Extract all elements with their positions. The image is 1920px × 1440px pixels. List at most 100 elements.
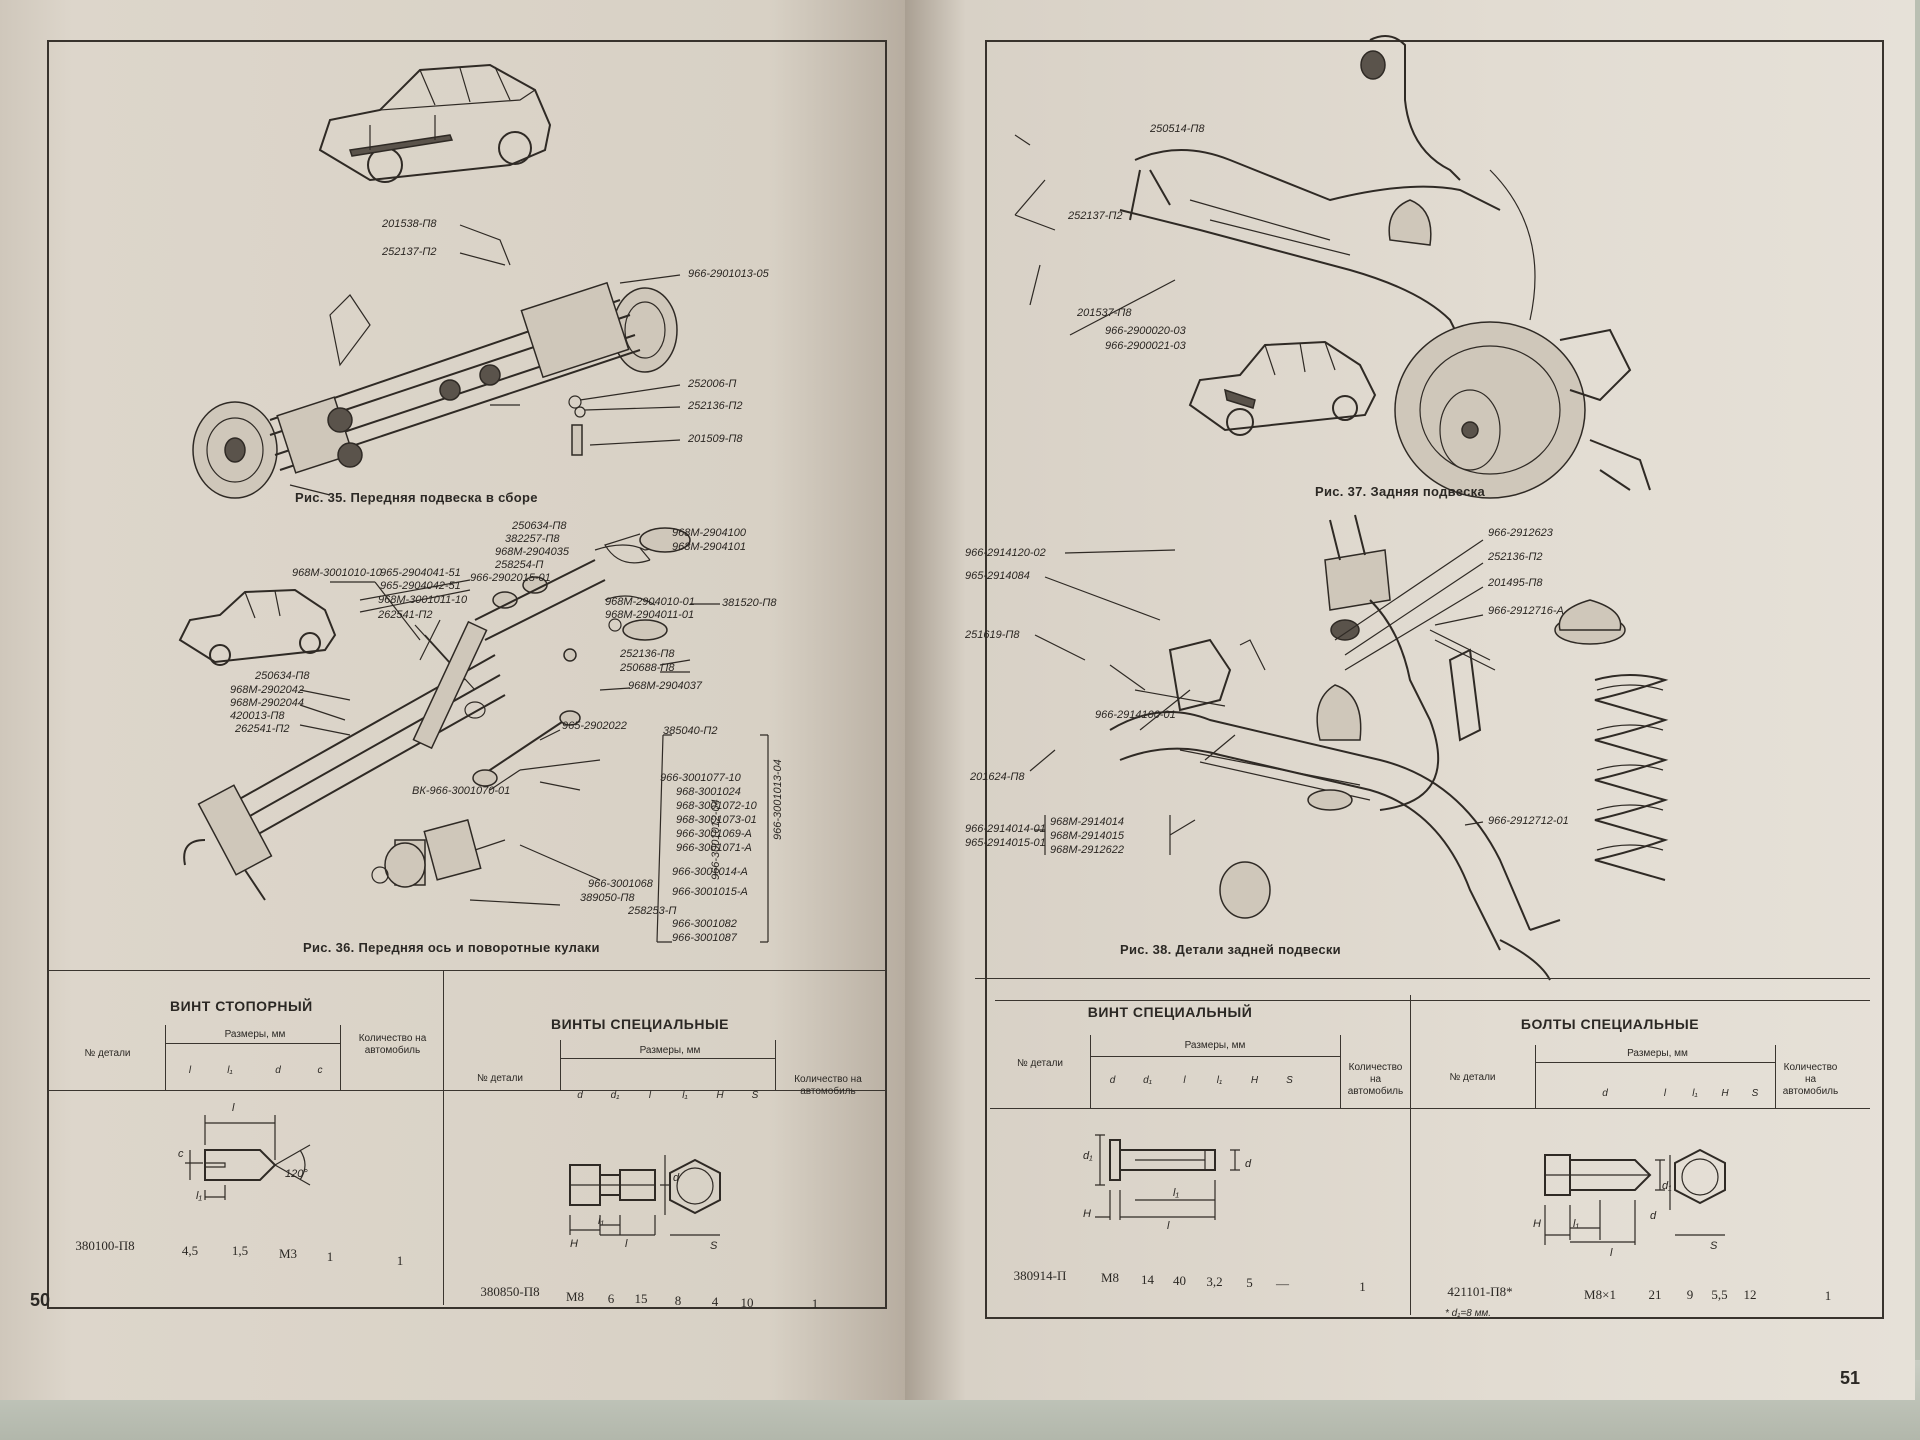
fig36-label: 262541-П2 [235, 723, 290, 735]
fig35-label: 252136-П2 [688, 400, 743, 412]
fig35-caption: Рис. 35. Передняя подвеска в сборе [295, 490, 538, 505]
table4-dim-label: l [1610, 1247, 1613, 1259]
fig38-label: 966-2914014-01 [965, 823, 1046, 835]
table2-value: 15 [634, 1291, 648, 1306]
table4-dim-label: S [1710, 1240, 1718, 1252]
table2-dim-label: S [710, 1240, 718, 1252]
table-col-rule [340, 1025, 341, 1090]
table3-qty-header: Количество на автомобиль [1347, 1062, 1404, 1097]
table3-title: ВИНТ СПЕЦИАЛЬНЫЙ [1087, 1004, 1253, 1020]
fig36-leader-lines [299, 533, 769, 943]
table-top-rule [995, 1000, 1870, 1001]
fig36-label: 381520-П8 [722, 597, 777, 609]
table-col-rule [560, 1040, 561, 1090]
fig36-label: 966-3001071-А [676, 842, 752, 854]
table4-part-number: 421101-П8* [1447, 1284, 1513, 1299]
table4-value: 5,5 [1711, 1287, 1728, 1302]
table2-sub-header: l [648, 1090, 652, 1101]
fig36-label: 966-3001068 [588, 878, 653, 890]
table4-footnote: * d₁=8 мм. [1445, 1308, 1492, 1319]
fig36-vertical-label: 966-3001013-04 [772, 759, 784, 840]
fig35-front-suspension-illustration [192, 281, 678, 499]
fig36-label: 968М-2902044 [230, 697, 305, 709]
fig36-label: 966-3001087 [672, 932, 737, 944]
fig36-label: 258253-П [628, 905, 677, 917]
fig38-label: 965-2914084 [965, 570, 1030, 582]
table4-title: БОЛТЫ СПЕЦИАЛЬНЫЕ [1520, 1016, 1700, 1032]
table1-sub-header: l₁ [227, 1065, 233, 1076]
table2-sub-header: H [716, 1090, 724, 1101]
fig36-label: 966-3001015-А [672, 886, 748, 898]
table3-value: М8 [1100, 1270, 1120, 1285]
table2-part-number: 380850-П8 [480, 1284, 540, 1299]
fig38-label: 966-2912712-01 [1488, 815, 1569, 827]
fig37-label: 250514-П8 [1150, 123, 1205, 135]
fig37-caption: Рис. 37. Задняя подвеска [1315, 484, 1485, 499]
table4-dim-label: d [1650, 1210, 1657, 1222]
fig38-label: 968М-2914015 [1050, 830, 1125, 842]
fig36-label: 966-2902015-01 [470, 572, 551, 584]
fig37-label: 966-2900021-03 [1105, 340, 1186, 352]
table-col-rule [1090, 1035, 1091, 1108]
table2-sub-header: S [751, 1090, 759, 1101]
table1-qty: 1 [396, 1253, 404, 1268]
table2-qty-header: Количество на автомобиль [794, 1074, 862, 1097]
table3-sub-header: l₁ [1216, 1075, 1223, 1086]
table2-sub-header: l₁ [682, 1090, 688, 1101]
table1-sub-header: d [275, 1065, 281, 1076]
table2-sizes-header: Размеры, мм [639, 1045, 701, 1056]
table1-value: 1,5 [231, 1243, 249, 1258]
table4-dim-label: l₁ [1573, 1218, 1579, 1230]
table3-part-header: № детали [1016, 1058, 1064, 1069]
fig36-label: 966-3001014-А [672, 866, 748, 878]
table2-sub-header: d [577, 1090, 583, 1101]
table-header-rule [165, 1043, 340, 1044]
fig35-car-illustration [318, 63, 552, 183]
table2-value: 4 [711, 1294, 719, 1309]
table4-sub-header: H [1721, 1088, 1729, 1099]
table1-title: ВИНТ СТОПОРНЫЙ [170, 998, 313, 1014]
table2-title: ВИНТЫ СПЕЦИАЛЬНЫЕ [550, 1016, 730, 1032]
fig38-leader-lines [1029, 539, 1484, 855]
table4-sub-header: S [1751, 1088, 1759, 1099]
fig36-label: 966-3001082 [672, 918, 737, 930]
fig35-label: 201538-П8 [382, 218, 437, 230]
left-page: 201538-П8 252137-П2 966-2901013-05 25200… [0, 0, 905, 1400]
table2-dim-label: H [570, 1238, 578, 1250]
table3-sub-header: H [1250, 1075, 1259, 1086]
fig36-label: 968-3001072-10 [676, 800, 757, 812]
table4-sizes-header: Размеры, мм [1627, 1048, 1688, 1059]
fig38-label: 201624-П8 [970, 771, 1025, 783]
fig36-label: 968М-2904035 [495, 546, 570, 558]
fig36-label: 250634-П8 [255, 670, 310, 682]
fig37-label: 252137-П2 [1068, 210, 1123, 222]
fig36-label: 258254-П [495, 559, 544, 571]
table-top-rule [47, 970, 885, 971]
table1-dim-label: l₁ [196, 1190, 202, 1202]
table3-dim-label: d [1245, 1158, 1252, 1170]
table4-qty-header: Количество на автомобиль [1782, 1062, 1839, 1097]
fig38-label: 252136-П2 [1488, 551, 1543, 563]
table1-value: 1 [326, 1249, 334, 1264]
fig38-label: 966-2914100-01 [1095, 709, 1176, 721]
table4-sub-header: l [1663, 1088, 1667, 1099]
fig36-label: 389050-П8 [580, 892, 635, 904]
fig38-label: 966-2914120-02 [965, 547, 1046, 559]
fig36-label: 968М-2904010-01 [605, 596, 695, 608]
table2-qty: 1 [811, 1296, 819, 1311]
table1-part-number: 380100-П8 [75, 1238, 135, 1253]
table3-sub-header: d₁ [1143, 1075, 1152, 1086]
fig36-label: 968М-2904011-01 [605, 609, 695, 621]
table-col-rule [165, 1025, 166, 1090]
table1-dim-label: l [232, 1102, 235, 1114]
fig37-label: 201537-П8 [1077, 307, 1132, 319]
table3-value: — [1276, 1276, 1289, 1291]
table-col-rule [1775, 1045, 1776, 1108]
table2-value: М8 [565, 1289, 585, 1304]
table2-dim-label: d [673, 1172, 680, 1184]
table3-dim-label: d₁ [1083, 1150, 1093, 1162]
table4-part-header: № детали [1449, 1072, 1496, 1083]
fig36-label: 382257-П8 [505, 533, 560, 545]
table1-sub-header: c [317, 1065, 323, 1076]
table4-value: 12 [1743, 1287, 1757, 1302]
